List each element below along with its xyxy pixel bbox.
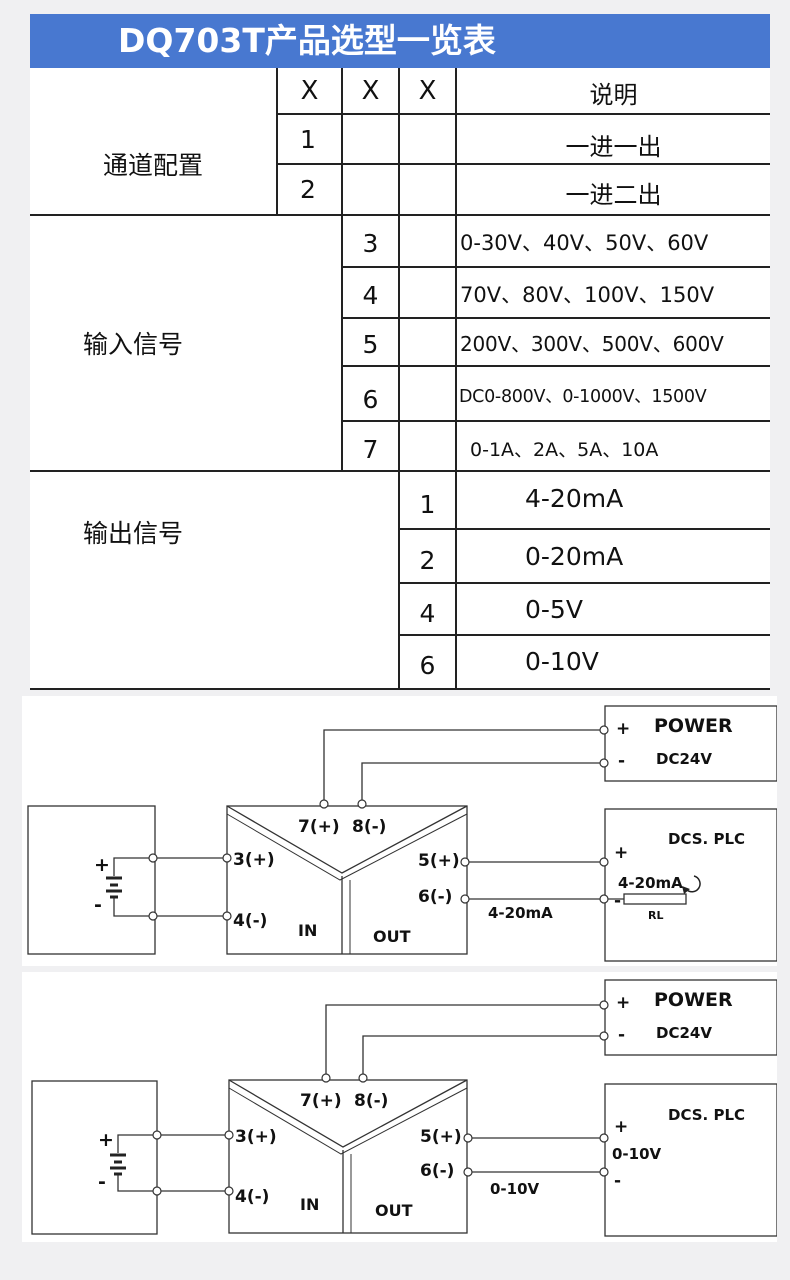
selection-table: X X X 说明 通道配置 1 一进一出 2 一进二出 输入信号 3 0-30V… <box>30 68 770 690</box>
output-desc-4: 0-5V <box>525 594 583 624</box>
power-voltage-label: DC24V <box>656 750 712 768</box>
input-code-3: 3 <box>362 228 379 258</box>
output-desc-6: 0-10V <box>525 646 599 676</box>
source-minus-label: - <box>98 1171 106 1193</box>
input-desc-7: 0-1A、2A、5A、10A <box>470 438 659 461</box>
wire-signal-label: 0-10V <box>490 1180 540 1198</box>
dcs-plc-label: DCS. PLC <box>668 830 745 848</box>
output-code-2: 2 <box>419 545 436 575</box>
header-x3: X <box>418 75 437 106</box>
terminal-4-label: 4(-) <box>235 1187 269 1207</box>
terminal-7-label: 7(+) <box>298 817 340 837</box>
channel-desc-1: 一进一出 <box>565 132 662 161</box>
power-label: POWER <box>654 715 733 737</box>
wire-signal-label: 4-20mA <box>488 904 553 922</box>
terminal-5-label: 5(+) <box>420 1127 462 1147</box>
dcs-plus-label: + <box>614 1117 628 1137</box>
input-desc-6: DC0-800V、0-1000V、1500V <box>459 386 707 407</box>
terminal-dots <box>148 725 609 921</box>
input-code-6: 6 <box>362 384 379 414</box>
power-minus-label: - <box>618 1025 625 1045</box>
title-bar: DQ703T产品选型一览表 <box>30 14 770 68</box>
output-code-4: 4 <box>419 598 436 628</box>
module-out-label: OUT <box>373 927 411 946</box>
dcs-plc-label: DCS. PLC <box>668 1106 745 1124</box>
power-plus-label: + <box>616 993 630 1013</box>
power-label: POWER <box>654 989 733 1011</box>
channel-code-1: 1 <box>300 124 316 154</box>
power-minus-label: - <box>618 751 625 771</box>
dcs-signal-label: 4-20mA <box>618 874 683 892</box>
resistor-label: RL <box>648 909 663 922</box>
terminal-3-label: 3(+) <box>233 850 275 870</box>
battery-icon <box>110 1153 126 1176</box>
output-code-6: 6 <box>419 650 436 680</box>
dcs-plc-box <box>604 1083 777 1237</box>
terminal-7-label: 7(+) <box>300 1091 342 1111</box>
power-voltage-label: DC24V <box>656 1024 712 1042</box>
current-arrow-icon <box>685 875 701 893</box>
input-desc-4: 70V、80V、100V、150V <box>460 283 715 307</box>
wiring-diagram-voltage: + - POWER DC24V DCS. PLC + 0-10V - + - 7… <box>22 972 777 1242</box>
signal-source-box <box>27 805 156 955</box>
output-code-1: 1 <box>419 489 436 519</box>
terminal-6-label: 6(-) <box>418 887 452 907</box>
source-plus-label: + <box>94 854 110 876</box>
terminal-dots <box>152 1000 609 1196</box>
wiring-diagram-current: + - POWER DC24V DCS. PLC + - 4-20mA RL +… <box>22 696 777 966</box>
input-desc-5: 200V、300V、500V、600V <box>460 331 724 356</box>
dcs-signal-label: 0-10V <box>612 1145 662 1163</box>
page-title: DQ703T产品选型一览表 <box>118 21 496 60</box>
input-code-4: 4 <box>362 280 379 310</box>
input-signal-label: 输入信号 <box>83 330 184 359</box>
output-desc-1: 4-20mA <box>525 483 624 513</box>
input-code-7: 7 <box>362 434 379 464</box>
output-signal-label: 输出信号 <box>83 519 184 548</box>
header-x2: X <box>361 75 380 106</box>
converter-module-box <box>228 1079 468 1234</box>
power-plus-label: + <box>616 719 630 739</box>
module-in-label: IN <box>298 921 317 940</box>
power-supply-box <box>604 979 777 1056</box>
dcs-plus-label: + <box>614 843 628 863</box>
source-plus-label: + <box>98 1129 114 1151</box>
load-resistor <box>623 893 687 905</box>
terminal-6-label: 6(-) <box>420 1161 454 1181</box>
output-desc-2: 0-20mA <box>525 541 624 571</box>
terminal-8-label: 8(-) <box>354 1091 388 1111</box>
channel-config-label: 通道配置 <box>102 150 203 180</box>
terminal-3-label: 3(+) <box>235 1127 277 1147</box>
module-out-label: OUT <box>375 1201 413 1220</box>
header-x1: X <box>300 75 319 106</box>
terminal-4-label: 4(-) <box>233 911 267 931</box>
header-description: 说明 <box>589 81 638 109</box>
dcs-minus-label: - <box>614 891 621 911</box>
battery-icon <box>106 876 122 899</box>
input-code-5: 5 <box>362 329 379 359</box>
signal-source-box <box>31 1080 158 1235</box>
power-supply-box <box>604 705 777 782</box>
terminal-5-label: 5(+) <box>418 851 460 871</box>
converter-module-box <box>226 805 468 955</box>
module-in-label: IN <box>300 1195 319 1214</box>
channel-desc-2: 一进二出 <box>565 181 662 209</box>
terminal-8-label: 8(-) <box>352 817 386 837</box>
source-minus-label: - <box>94 894 102 916</box>
input-desc-3: 0-30V、40V、50V、60V <box>460 231 709 255</box>
channel-code-2: 2 <box>300 175 316 204</box>
dcs-minus-label: - <box>614 1171 621 1191</box>
dcs-plc-box <box>604 808 777 962</box>
